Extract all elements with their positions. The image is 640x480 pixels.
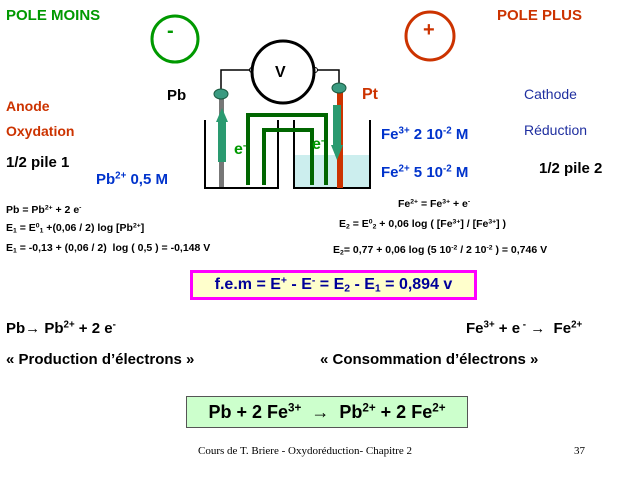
minus-circle	[150, 14, 200, 64]
nernst-e1-formula: E1 = E01 +(0,06 / 2) log [Pb2+]	[6, 222, 145, 235]
fe2-concentration: Fe2+ 5 10-2 M	[381, 163, 469, 181]
voltmeter-label: V	[275, 64, 286, 81]
pole-moins-title: POLE MOINS	[6, 7, 101, 24]
nernst-e2-formula: E2 = E02 + 0,06 log ( [Fe3+] / [Fe3+] )	[339, 218, 507, 231]
fe3-concentration: Fe3+ 2 10-2 M	[381, 125, 469, 143]
fe-half-reaction: Fe2+ = Fe3+ + e-	[398, 198, 471, 210]
electron-right: e-	[312, 135, 325, 153]
reduction-label: Réduction	[524, 122, 588, 138]
cathode-label: Cathode	[524, 86, 577, 102]
electron-consumption-label: « Consommation d’électrons »	[320, 351, 539, 368]
page-number: 37	[574, 445, 585, 457]
voltmeter	[250, 39, 316, 105]
pt-electrode-label: Pt	[362, 86, 378, 103]
minus-sign: -	[167, 20, 174, 42]
half-cell-2: 1/2 pile 2	[539, 160, 603, 177]
beaker-right	[293, 120, 371, 189]
plus-sign: +	[423, 19, 435, 41]
beaker-left	[204, 120, 279, 189]
pb-electrode-label: Pb	[167, 87, 187, 104]
half-cell-1: 1/2 pile 1	[6, 154, 70, 171]
wire-left	[220, 69, 252, 95]
anode-label: Anode	[6, 98, 50, 114]
pb-concentration: Pb2+ 0,5 M	[96, 170, 168, 188]
nernst-e1-value: E1 = -0,13 + (0,06 / 2) log ( 0,5 ) = -0…	[6, 242, 211, 255]
salt-bridge	[246, 113, 328, 185]
wire-right	[315, 69, 340, 88]
footer-course: Cours de T. Briere - Oxydoréduction- Cha…	[198, 445, 413, 457]
pb-half-reaction: Pb = Pb2+ + 2 e-	[6, 204, 82, 216]
arrow-up-left	[216, 108, 228, 122]
fe-reduction-reaction: Fe3+ + e - → Fe2+	[466, 319, 583, 337]
arrow-down-right	[333, 105, 341, 145]
oxydation-label: Oxydation	[6, 123, 75, 139]
solution-right	[294, 155, 370, 188]
electron-production-label: « Production d’électrons »	[6, 351, 195, 368]
plus-circle	[404, 10, 456, 62]
pb-oxidation-reaction: Pb→ Pb2+ + 2 e-	[6, 319, 116, 337]
electron-left: e-	[234, 140, 247, 158]
pole-plus-title: POLE PLUS	[497, 7, 583, 24]
overall-reaction-box: Pb + 2 Fe3+ → Pb2+ + 2 Fe2+	[186, 396, 468, 428]
nernst-e2-value: E2= 0,77 + 0,06 log (5 10-2 / 2 10-2 ) =…	[333, 244, 548, 257]
fem-result-box: f.e.m = E+ - E- = E2 - E1 = 0,894 v	[190, 270, 477, 300]
